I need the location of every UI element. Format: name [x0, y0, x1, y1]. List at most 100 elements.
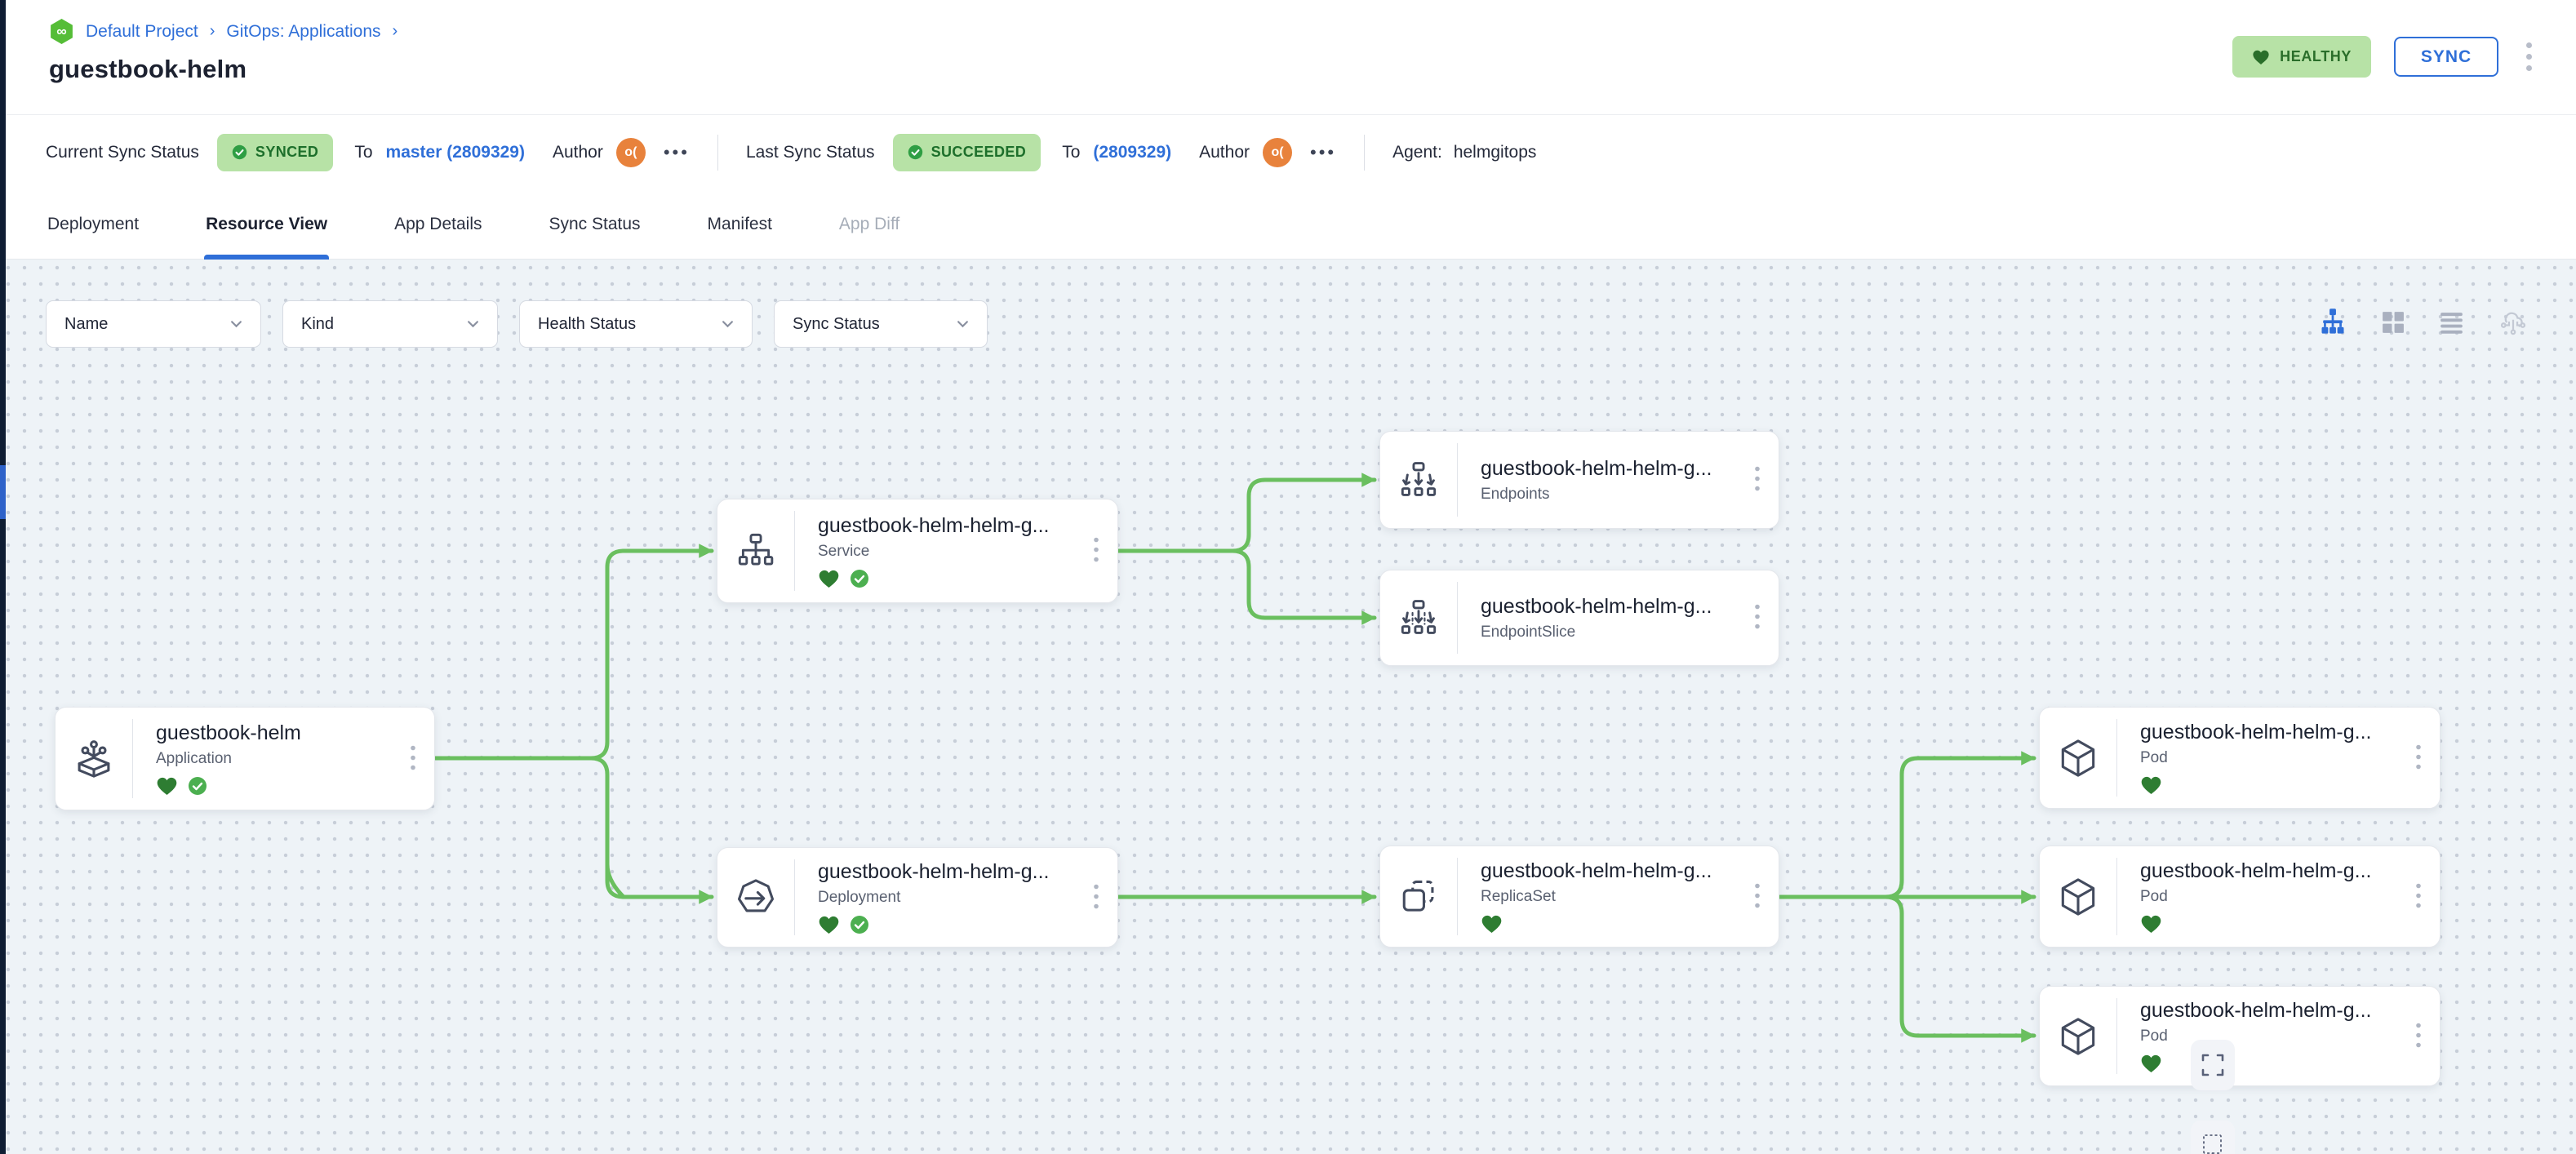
commit-more-button[interactable]: ••• [1310, 141, 1337, 162]
fit-view-button[interactable] [2191, 1040, 2235, 1090]
commit-more-button[interactable]: ••• [663, 141, 690, 162]
chevron-down-icon [957, 320, 969, 328]
node-menu-button[interactable] [1086, 877, 1106, 917]
grid-view-toggle[interactable] [2380, 309, 2405, 335]
heart-icon [818, 569, 840, 588]
succeeded-badge-label: SUCCEEDED [930, 144, 1027, 160]
node-menu-button[interactable] [1748, 877, 1767, 917]
resource-health [156, 776, 301, 796]
succeeded-badge: SUCCEEDED [892, 133, 1042, 171]
resource-node-application[interactable]: guestbook-helm Application [55, 707, 435, 810]
resource-health [2140, 1054, 2371, 1073]
heart-icon [2252, 49, 2270, 65]
sync-button[interactable]: SYNC [2394, 37, 2498, 77]
synced-badge-label: SYNCED [255, 144, 319, 160]
resource-health [818, 915, 1049, 934]
resource-kind: ReplicaSet [1481, 888, 1556, 905]
pod-icon [2040, 708, 2116, 808]
current-revision-link[interactable]: master (2809329) [385, 142, 525, 162]
last-sync-status-label: Last Sync Status [745, 142, 875, 162]
filter-label: Health Status [538, 314, 637, 333]
breadcrumb-project-link[interactable]: Default Project [86, 21, 198, 41]
resource-node-pod[interactable]: guestbook-helm-helm-g... Pod [2039, 846, 2441, 948]
svg-text:∞: ∞ [56, 23, 67, 39]
node-menu-button[interactable] [2409, 738, 2428, 778]
resource-kind: Pod [2140, 888, 2168, 905]
breadcrumb-separator: › [392, 22, 398, 40]
replicaset-icon [1380, 846, 1457, 947]
divider [1457, 443, 1458, 517]
resource-node-endpoints[interactable]: guestbook-helm-helm-g... Endpoints [1379, 431, 1779, 529]
agent-value: helmgitops [1453, 142, 1537, 162]
node-menu-button[interactable] [1086, 531, 1106, 571]
sync-status-bar: Current Sync Status SYNCED To master (28… [0, 114, 2576, 189]
sync-check-icon [188, 776, 207, 796]
resource-node-service[interactable]: guestbook-helm-helm-g... Service [717, 499, 1118, 603]
chevron-down-icon [467, 320, 479, 328]
resource-health [2140, 914, 2371, 934]
node-menu-button[interactable] [2409, 877, 2428, 917]
divider [1457, 858, 1458, 935]
tab-sync-status[interactable]: Sync Status [549, 214, 641, 233]
divider [794, 859, 795, 935]
resource-node-pod[interactable]: guestbook-helm-helm-g... Pod [2039, 707, 2441, 809]
resource-health [2140, 775, 2371, 795]
divider [717, 134, 718, 171]
tree-view-toggle[interactable] [2318, 308, 2347, 335]
health-badge-label: HEALTHY [2280, 48, 2352, 64]
cloud-view-toggle[interactable] [2498, 307, 2529, 336]
app-menu-kebab-button[interactable] [2521, 38, 2537, 76]
heart-icon [2140, 914, 2162, 934]
resource-kind: EndpointSlice [1481, 623, 1576, 641]
filter-sync-status-dropdown[interactable]: Sync Status [774, 300, 988, 348]
chevron-down-icon [722, 320, 734, 328]
heart-icon [1481, 914, 1503, 934]
resource-name: guestbook-helm-helm-g... [818, 860, 1050, 883]
page-header: ∞ Default Project › GitOps: Applications… [0, 0, 2576, 114]
tab-manifest[interactable]: Manifest [707, 214, 772, 233]
resource-node-endpointslice[interactable]: guestbook-helm-helm-g... EndpointSlice [1379, 570, 1779, 666]
node-menu-button[interactable] [1748, 598, 1767, 638]
breadcrumb-separator: › [209, 22, 215, 40]
filter-name-dropdown[interactable]: Name [46, 300, 261, 348]
resource-name: guestbook-helm-helm-g... [2140, 721, 2372, 743]
heart-icon [2140, 1054, 2162, 1073]
filter-kind-dropdown[interactable]: Kind [282, 300, 498, 348]
last-revision-link[interactable]: (2809329) [1093, 142, 1172, 162]
health-status-badge: HEALTHY [2232, 36, 2371, 78]
resource-name: guestbook-helm-helm-g... [1481, 859, 1712, 882]
resource-kind: Service [818, 542, 870, 560]
selection-mode-button[interactable] [2191, 1121, 2235, 1154]
resource-tree-canvas[interactable]: Name Kind Health Status Sync Status [0, 260, 2576, 1154]
resource-kind: Pod [2140, 749, 2168, 766]
resource-node-replicaset[interactable]: guestbook-helm-helm-g... ReplicaSet [1379, 846, 1779, 948]
pod-icon [2040, 987, 2116, 1085]
resource-node-pod[interactable]: guestbook-helm-helm-g... Pod [2039, 986, 2441, 1086]
service-icon [717, 499, 794, 602]
chevron-down-icon [230, 320, 242, 328]
tab-deployment[interactable]: Deployment [47, 214, 140, 233]
divider [1457, 582, 1458, 654]
current-sync-status-label: Current Sync Status [46, 142, 199, 162]
collapsed-sidebar-strip[interactable] [0, 0, 6, 1154]
synced-badge: SYNCED [216, 133, 334, 171]
filter-label: Kind [301, 314, 335, 333]
tab-resource-view[interactable]: Resource View [204, 189, 330, 260]
filter-health-status-dropdown[interactable]: Health Status [519, 300, 753, 348]
tab-app-details[interactable]: App Details [394, 214, 482, 233]
sync-check-icon [850, 569, 869, 588]
node-menu-button[interactable] [2409, 1016, 2428, 1056]
breadcrumb-applications-link[interactable]: GitOps: Applications [226, 21, 381, 41]
resource-name: guestbook-helm-helm-g... [2140, 859, 2372, 882]
resource-health [818, 569, 1049, 588]
divider [1364, 134, 1366, 171]
resource-filter-bar: Name Kind Health Status Sync Status [46, 300, 988, 348]
resource-name: guestbook-helm-helm-g... [1481, 594, 1712, 618]
resource-node-deployment[interactable]: guestbook-helm-helm-g... Deployment [717, 847, 1118, 948]
node-menu-button[interactable] [403, 739, 423, 779]
node-menu-button[interactable] [1748, 460, 1767, 500]
list-view-toggle[interactable] [2438, 309, 2465, 335]
filter-label: Name [64, 314, 109, 333]
check-circle-icon [908, 144, 923, 160]
